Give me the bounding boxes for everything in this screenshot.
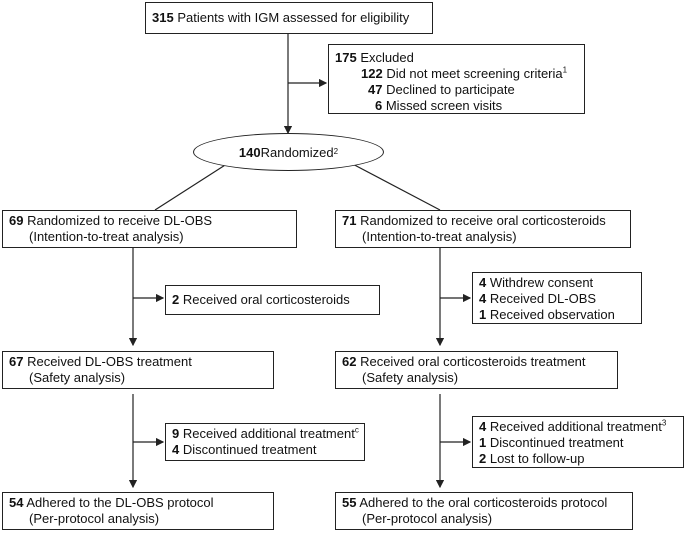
left-exclusion-box-1: 2 Received oral corticosteroids bbox=[165, 285, 380, 315]
left-alloc-label: Randomized to receive DL-OBS bbox=[23, 213, 213, 228]
right-alloc-label: Randomized to receive oral corticosteroi… bbox=[356, 213, 606, 228]
left-safety-count: 67 bbox=[9, 354, 24, 369]
excluded-item-count: 6 bbox=[375, 98, 383, 113]
left-side1-label: Received oral corticosteroids bbox=[179, 292, 350, 307]
left-alloc-count: 69 bbox=[9, 213, 24, 228]
footnote-marker: c bbox=[354, 425, 359, 435]
excluded-item-label: Missed screen visits bbox=[382, 98, 503, 113]
right-allocation-box: 71 Randomized to receive oral corticoste… bbox=[335, 210, 631, 248]
left-side1-count: 2 bbox=[172, 292, 180, 307]
right-side2-label: Lost to follow-up bbox=[486, 451, 585, 466]
right-safety-label: Received oral corticosteroids treatment bbox=[356, 354, 586, 369]
footnote-marker: 1 bbox=[562, 65, 568, 75]
left-allocation-box: 69 Randomized to receive DL-OBS (Intenti… bbox=[2, 210, 297, 248]
right-final-box: 55 Adhered to the oral corticosteroids p… bbox=[335, 492, 633, 530]
excluded-item-count: 47 bbox=[368, 82, 383, 97]
left-exclusion-box-2: 9 Received additional treatmentc 4 Disco… bbox=[165, 423, 365, 461]
right-side1-count: 4 bbox=[479, 291, 487, 306]
line-to-left-alloc bbox=[154, 159, 234, 211]
right-side1-label: Received observation bbox=[486, 307, 615, 322]
right-side1-label: Received DL-OBS bbox=[486, 291, 597, 306]
assessed-count: 315 bbox=[152, 10, 174, 25]
left-side2-count: 4 bbox=[172, 442, 180, 457]
right-side2-label: Discontinued treatment bbox=[486, 435, 624, 450]
assessed-box: 315 Patients with IGM assessed for eligi… bbox=[145, 2, 433, 34]
excluded-count: 175 bbox=[335, 50, 357, 65]
left-side2-count: 9 bbox=[172, 426, 180, 441]
right-alloc-count: 71 bbox=[342, 213, 357, 228]
right-side1-count: 4 bbox=[479, 275, 487, 290]
left-safety-label: Received DL-OBS treatment bbox=[23, 354, 192, 369]
right-safety-box: 62 Received oral corticosteroids treatme… bbox=[335, 351, 618, 389]
right-side1-count: 1 bbox=[479, 307, 487, 322]
randomized-label: Randomized bbox=[260, 144, 334, 160]
right-alloc-analysis: (Intention-to-treat analysis) bbox=[362, 229, 517, 244]
right-final-analysis: (Per-protocol analysis) bbox=[362, 511, 493, 526]
right-side2-label: Received additional treatment bbox=[486, 419, 662, 434]
left-final-label: Adhered to the DL-OBS protocol bbox=[23, 495, 214, 510]
left-final-analysis: (Per-protocol analysis) bbox=[29, 511, 160, 526]
right-side1-label: Withdrew consent bbox=[486, 275, 594, 290]
excluded-box: 175 Excluded 122 Did not meet screening … bbox=[328, 44, 585, 114]
right-side2-count: 4 bbox=[479, 419, 487, 434]
left-safety-analysis: (Safety analysis) bbox=[29, 370, 126, 385]
right-side2-count: 1 bbox=[479, 435, 487, 450]
footnote-marker: 3 bbox=[661, 418, 667, 428]
excluded-item-label: Did not meet screening criteria bbox=[382, 66, 563, 81]
right-exclusion-box-1: 4 Withdrew consent 4 Received DL-OBS 1 R… bbox=[472, 272, 642, 324]
left-safety-box: 67 Received DL-OBS treatment (Safety ana… bbox=[2, 351, 274, 389]
right-safety-analysis: (Safety analysis) bbox=[362, 370, 459, 385]
left-final-count: 54 bbox=[9, 495, 24, 510]
left-side2-label: Discontinued treatment bbox=[179, 442, 317, 457]
assessed-label: Patients with IGM assessed for eligibili… bbox=[173, 10, 410, 25]
line-to-right-alloc bbox=[344, 159, 441, 211]
right-final-label: Adhered to the oral corticosteroids prot… bbox=[356, 495, 608, 510]
right-side2-count: 2 bbox=[479, 451, 487, 466]
excluded-label: Excluded bbox=[356, 50, 414, 65]
left-side2-label: Received additional treatment bbox=[179, 426, 355, 441]
right-exclusion-box-2: 4 Received additional treatment3 1 Disco… bbox=[472, 416, 684, 468]
excluded-item-count: 122 bbox=[361, 66, 383, 81]
left-alloc-analysis: (Intention-to-treat analysis) bbox=[29, 229, 184, 244]
right-final-count: 55 bbox=[342, 495, 357, 510]
excluded-item-label: Declined to participate bbox=[382, 82, 515, 97]
randomized-count: 140 bbox=[238, 144, 261, 160]
left-final-box: 54 Adhered to the DL-OBS protocol (Per-p… bbox=[2, 492, 274, 530]
right-safety-count: 62 bbox=[342, 354, 357, 369]
